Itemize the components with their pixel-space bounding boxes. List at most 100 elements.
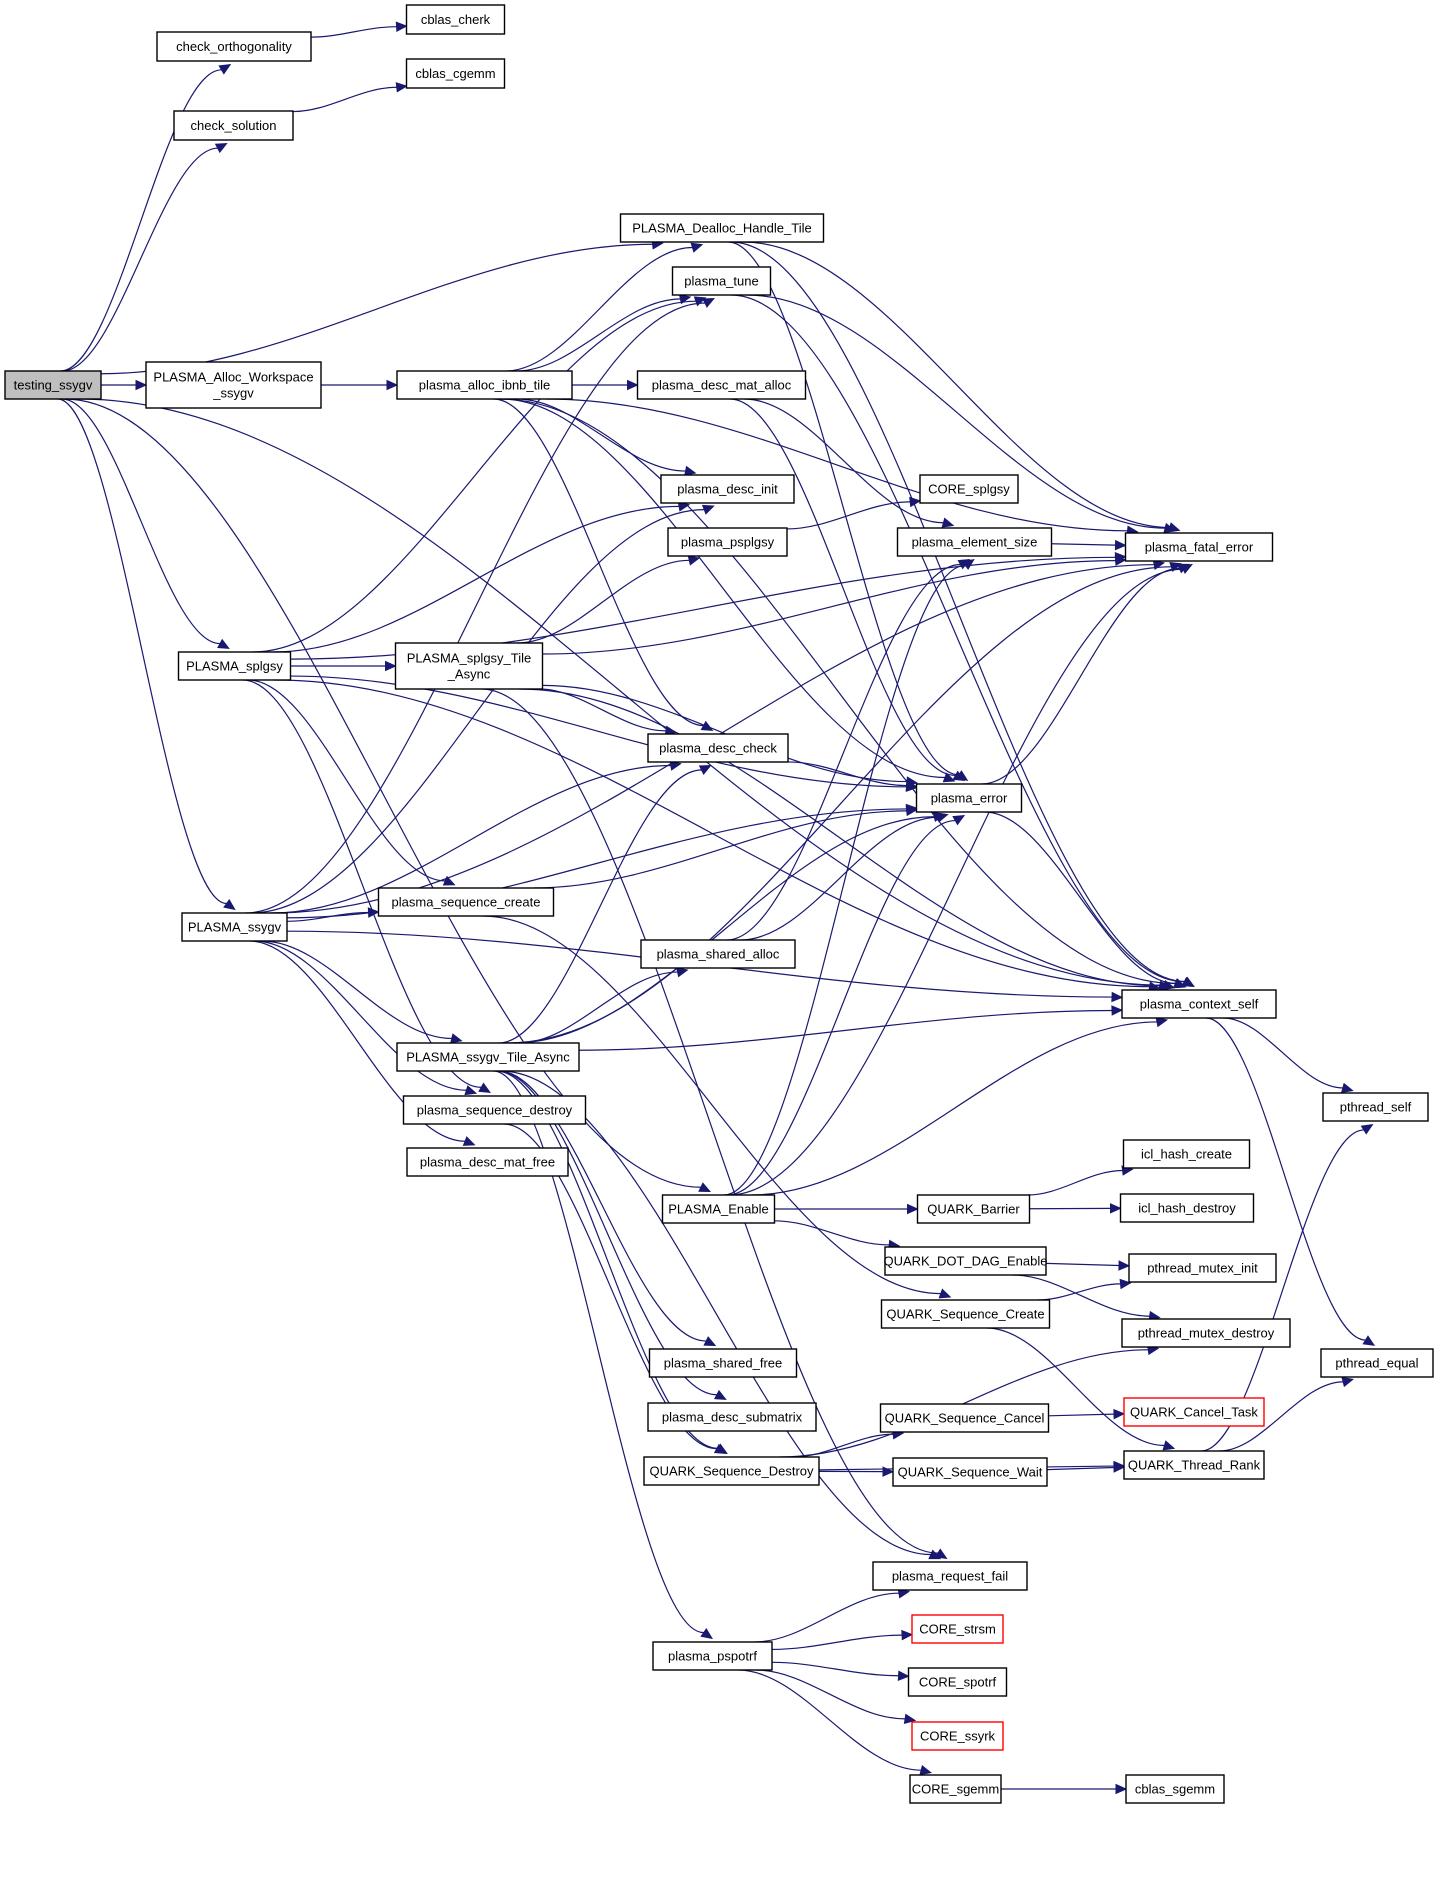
node-icl-hash-destroy[interactable]: icl_hash_destroy [1119, 1193, 1255, 1223]
node-core-splgsy[interactable]: CORE_splgsy [919, 474, 1019, 504]
arrowhead-icon [1163, 522, 1176, 534]
arrowhead-icon [702, 297, 715, 308]
node-plasma-desc-init[interactable]: plasma_desc_init [660, 474, 795, 504]
node-label: QUARK_Sequence_Create [886, 1306, 1044, 1321]
node-plasma-ssygv[interactable]: PLASMA_ssygv [181, 912, 288, 942]
node-pthread-mutex-destroy[interactable]: pthread_mutex_destroy [1121, 1318, 1291, 1348]
edge-plasma-splgsy-to-plasma-sequence-destroy [242, 679, 491, 1093]
node-label: CORE_splgsy [928, 481, 1010, 496]
node-box [1125, 1774, 1225, 1804]
node-cblas-cgemm[interactable]: cblas_cgemm [405, 58, 506, 89]
node-plasma-ssygv-tile-async[interactable]: PLASMA_ssygv_Tile_Async [396, 1042, 580, 1072]
node-label: plasma_psplgsy [681, 534, 775, 549]
node-icl-hash-create[interactable]: icl_hash_create [1122, 1139, 1251, 1169]
node-core-ssyrk[interactable]: CORE_ssyrk [911, 1721, 1004, 1751]
node-label: plasma_tune [684, 273, 758, 288]
node-quark-sequence-wait[interactable]: QUARK_Sequence_Wait [892, 1457, 1048, 1487]
arrowhead-icon [713, 1389, 727, 1400]
node-label: check_orthogonality [176, 39, 292, 54]
edge-plasma-splgsy-tile-async-to-plasma-psplgsy [516, 555, 701, 644]
node-plasma-desc-mat-alloc[interactable]: plasma_desc_mat_alloc [636, 370, 807, 400]
node-check-orthogonality[interactable]: check_orthogonality [156, 31, 312, 62]
node-box [396, 1042, 580, 1072]
node-plasma-alloc-ibnb-tile[interactable]: plasma_alloc_ibnb_tile [396, 370, 573, 400]
node-box [647, 733, 789, 763]
arrowhead-icon [1119, 1278, 1132, 1290]
node-box [661, 1194, 776, 1224]
node-box [916, 1194, 1031, 1224]
node-plasma-desc-mat-free[interactable]: plasma_desc_mat_free [406, 1147, 569, 1177]
node-quark-sequence-destroy[interactable]: QUARK_Sequence_Destroy [643, 1456, 820, 1486]
node-check-solution[interactable]: check_solution [173, 110, 294, 141]
node-label: cblas_cgemm [415, 66, 495, 81]
edge-line [60, 69, 222, 372]
node-cblas-sgemm[interactable]: cblas_sgemm [1125, 1774, 1225, 1804]
edge-line [505, 246, 693, 372]
node-plasma-fatal-error[interactable]: plasma_fatal_error [1124, 532, 1274, 562]
node-plasma-element-size[interactable]: plasma_element_size [896, 527, 1053, 557]
node-pthread-equal[interactable]: pthread_equal [1320, 1348, 1434, 1378]
arrowhead-icon [700, 1628, 713, 1640]
node-plasma-psplgsy[interactable]: plasma_psplgsy [667, 527, 788, 557]
node-label: plasma_shared_alloc [657, 946, 780, 961]
node-box [402, 1095, 587, 1125]
node-label: plasma_alloc_ibnb_tile [419, 377, 551, 392]
edge-line [774, 1220, 890, 1246]
node-plasma-sequence-destroy[interactable]: plasma_sequence_destroy [402, 1095, 587, 1125]
node-plasma-splgsy[interactable]: PLASMA_splgsy [177, 651, 292, 681]
node-plasma-sequence-create[interactable]: plasma_sequence_create [377, 887, 555, 917]
node-core-strsm[interactable]: CORE_strsm [911, 1614, 1004, 1644]
edge-line [744, 398, 944, 524]
node-pthread-mutex-init[interactable]: pthread_mutex_init [1128, 1253, 1277, 1283]
node-quark-cancel-task[interactable]: QUARK_Cancel_Task [1123, 1397, 1265, 1427]
edge-plasma-shared-alloc-to-plasma-error [740, 812, 949, 941]
node-label: PLASMA_splgsy [186, 658, 283, 673]
node-quark-dot-dag-enable[interactable]: QUARK_DOT_DAG_Enable [883, 1246, 1048, 1276]
edge-line [310, 26, 397, 38]
node-testing-ssygv[interactable]: testing_ssygv [4, 370, 102, 400]
node-quark-sequence-create[interactable]: QUARK_Sequence_Create [880, 1299, 1051, 1329]
arrowhead-icon [684, 465, 697, 477]
edge-testing-ssygv-to-plasma-enable [64, 398, 712, 1193]
node-core-spotrf[interactable]: CORE_spotrf [907, 1667, 1008, 1697]
node-plasma-tune[interactable]: plasma_tune [671, 266, 772, 296]
node-plasma-shared-free[interactable]: plasma_shared_free [648, 1348, 798, 1378]
edge-plasma-ssygv-tile-async-to-quark-sequence-destroy [496, 1070, 728, 1454]
edge-line [742, 241, 1170, 529]
edge-testing-ssygv-to-plasma-splgsy [62, 398, 230, 649]
node-plasma-context-self[interactable]: plasma_context_self [1121, 989, 1277, 1019]
edge-plasma-dealloc-handle-tile-to-plasma-error [728, 241, 969, 781]
node-plasma-error[interactable]: plasma_error [915, 783, 1023, 813]
edge-plasma-alloc-ibnb-tile-to-plasma-error [500, 398, 956, 783]
node-quark-barrier[interactable]: QUARK_Barrier [916, 1194, 1031, 1224]
node-box [880, 1299, 1051, 1329]
node-box [1123, 1450, 1265, 1480]
node-plasma-desc-submatrix[interactable]: plasma_desc_submatrix [647, 1402, 817, 1432]
node-cblas-cherk[interactable]: cblas_cherk [405, 4, 506, 35]
node-plasma-enable[interactable]: PLASMA_Enable [661, 1194, 776, 1224]
arrowhead-icon [1341, 1082, 1354, 1093]
edge-plasma-pspotrf-to-core-ssyrk [755, 1669, 917, 1725]
edge-line [498, 1070, 707, 1342]
node-plasma-request-fail[interactable]: plasma_request_fail [872, 1561, 1028, 1591]
node-core-sgemm[interactable]: CORE_sgemm [909, 1774, 1002, 1804]
node-plasma-desc-check[interactable]: plasma_desc_check [647, 733, 789, 763]
node-quark-sequence-cancel[interactable]: QUARK_Sequence_Cancel [879, 1403, 1050, 1433]
edge-line [1037, 1283, 1121, 1301]
node-label: plasma_shared_free [664, 1355, 783, 1370]
node-pthread-self[interactable]: pthread_self [1322, 1092, 1429, 1122]
edge-line [500, 398, 945, 779]
node-label: plasma_sequence_destroy [417, 1102, 573, 1117]
edge-line [1046, 1466, 1115, 1471]
edge-line [542, 559, 1116, 655]
node-plasma-dealloc-handle-tile[interactable]: PLASMA_Dealloc_Handle_Tile [619, 213, 825, 243]
edge-line [793, 1433, 894, 1458]
arrowhead-icon [217, 638, 230, 649]
node-plasma-pspotrf[interactable]: plasma_pspotrf [652, 1641, 773, 1671]
node-quark-thread-rank[interactable]: QUARK_Thread_Rank [1123, 1450, 1265, 1480]
node-plasma-alloc-workspace-ssygv[interactable]: PLASMA_Alloc_Workspace_ssygv [145, 361, 322, 409]
node-plasma-splgsy-tile-async[interactable]: PLASMA_splgsy_Tile_Async [394, 642, 544, 690]
node-plasma-shared-alloc[interactable]: plasma_shared_alloc [640, 939, 796, 969]
arrowhead-icon [1173, 978, 1187, 989]
